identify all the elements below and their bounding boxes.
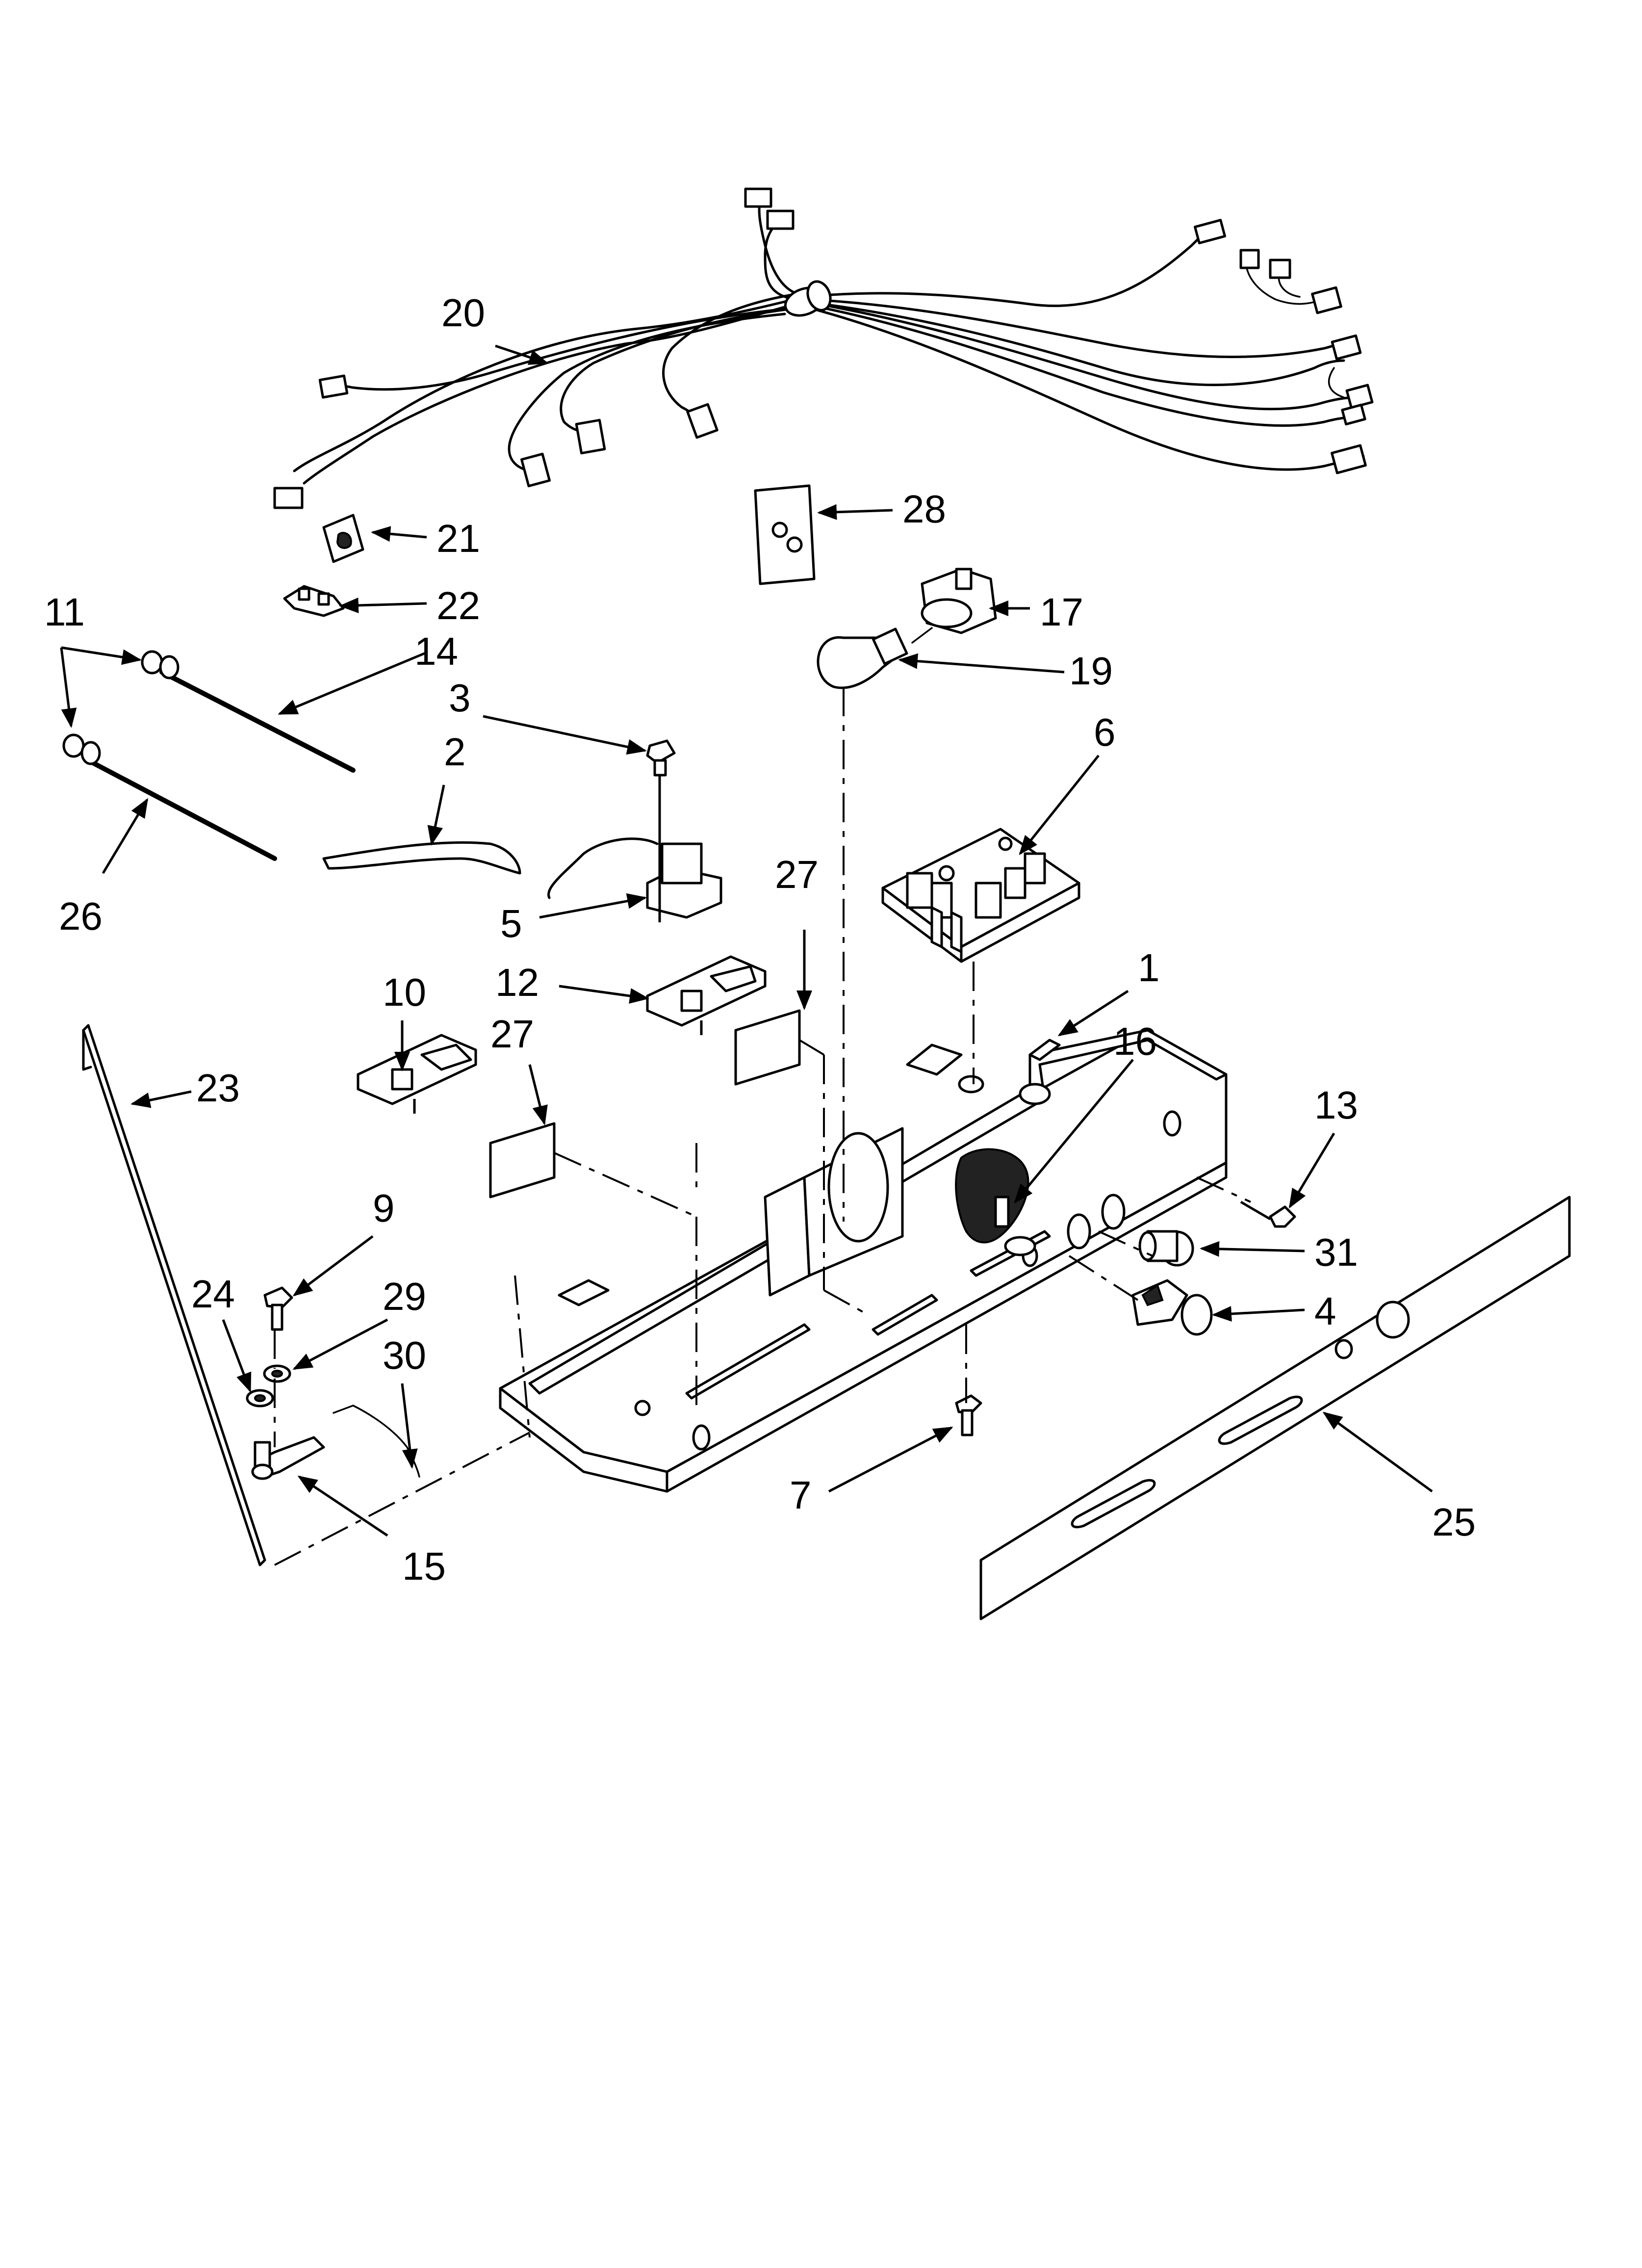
callout-30: 30	[383, 1333, 426, 1377]
screw-part-3	[646, 739, 676, 777]
callout-6: 6	[1094, 710, 1116, 754]
bracket-part-10	[357, 1034, 477, 1114]
callout-25: 25	[1432, 1500, 1476, 1544]
callout-19: 19	[1069, 649, 1113, 693]
callout-1: 1	[1138, 946, 1160, 990]
control-board-part-6	[881, 828, 1080, 963]
callout-14: 14	[414, 629, 458, 673]
callout-labels: 20 21 22 28 17 19 6 11 14 3 2 26 5 27 10…	[44, 291, 1476, 1588]
wire-harness-part-20	[273, 187, 1374, 509]
rod-part-23	[82, 1024, 266, 1566]
callout-4: 4	[1314, 1289, 1336, 1333]
rod-part-14	[159, 670, 356, 773]
callout-16: 16	[1113, 1019, 1157, 1063]
callout-23: 23	[196, 1066, 240, 1110]
callout-12: 12	[495, 961, 539, 1004]
lamp-socket-part-17	[921, 568, 997, 634]
callout-20: 20	[441, 291, 485, 335]
callout-28: 28	[902, 487, 946, 531]
screw-part-7	[955, 1394, 982, 1436]
insulation-pad-part-28	[754, 484, 816, 585]
callout-26: 26	[59, 894, 103, 938]
callout-5: 5	[500, 902, 522, 945]
light-bulb-part-19	[817, 627, 933, 689]
front-trim-part-25	[979, 1196, 1571, 1620]
rod-part-26	[86, 758, 277, 861]
damper-part-16	[955, 1075, 1051, 1256]
control-housing-part-1	[499, 1029, 1228, 1493]
alignment-lines	[274, 687, 1251, 1566]
callout-11: 11	[44, 590, 85, 634]
screw-part-13	[1240, 1200, 1296, 1228]
callout-15: 15	[402, 1544, 446, 1588]
callout-27-upper: 27	[775, 853, 819, 896]
callout-27-lower: 27	[490, 1012, 534, 1056]
switch-part-4	[1131, 1279, 1213, 1336]
button-part-31	[1138, 1230, 1194, 1267]
callout-7: 7	[790, 1473, 812, 1517]
washer-part-24	[246, 1389, 274, 1408]
callout-3: 3	[449, 676, 471, 720]
crank-part-15	[251, 1436, 325, 1480]
fitting-part-11	[62, 650, 180, 765]
callout-22: 22	[436, 584, 480, 627]
clip-part-21	[322, 514, 364, 563]
callout-13: 13	[1314, 1083, 1358, 1127]
callout-24: 24	[191, 1272, 235, 1316]
clip-part-22	[283, 585, 345, 617]
callout-29: 29	[383, 1275, 426, 1318]
callout-9: 9	[373, 1186, 395, 1230]
label-part-27-lower	[489, 1122, 556, 1199]
label-part-27-upper	[734, 1009, 801, 1086]
bracket-part-12	[646, 955, 767, 1035]
callout-17: 17	[1040, 590, 1083, 634]
callout-10: 10	[383, 970, 426, 1014]
tube-part-2	[322, 841, 521, 875]
callout-21: 21	[436, 517, 480, 560]
switch-part-5	[547, 770, 722, 922]
leader-arrows	[60, 344, 1433, 1537]
washer-part-29	[263, 1364, 291, 1383]
screw-part-9	[263, 1286, 293, 1331]
callout-2: 2	[444, 730, 466, 774]
callout-31: 31	[1314, 1230, 1358, 1274]
